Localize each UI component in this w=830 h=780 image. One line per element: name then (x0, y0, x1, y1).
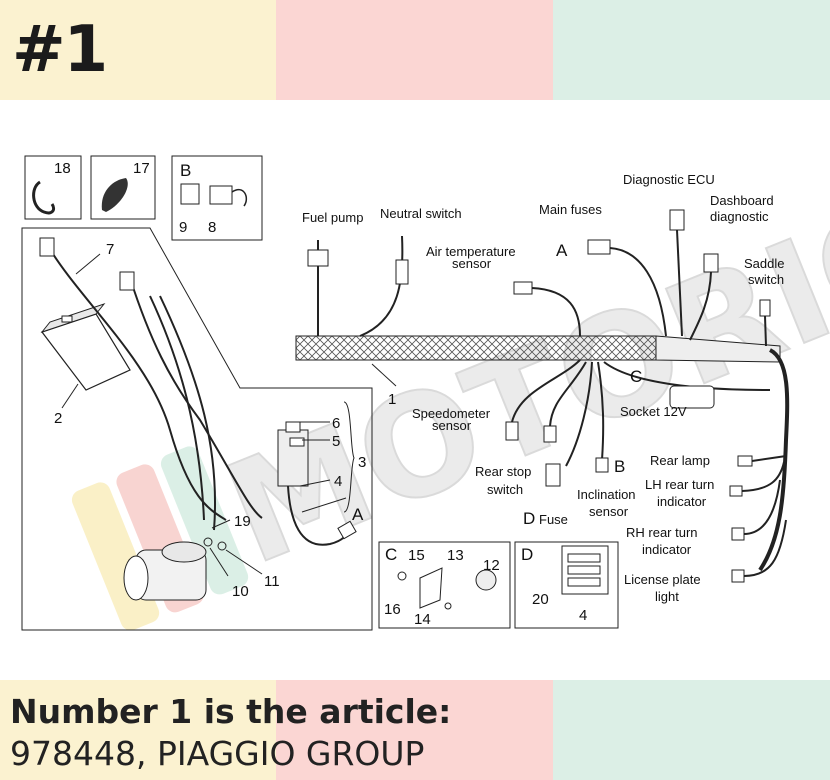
label-main-fuses: Main fuses (539, 202, 602, 217)
label-fuel-pump: Fuel pump (302, 210, 363, 225)
label-15: 15 (408, 547, 425, 564)
footer-band-pink (276, 680, 553, 780)
wiring-diagram: MOTORICA 18 17 B 9 8 2 7 (21, 128, 830, 631)
label-5: 5 (332, 433, 340, 450)
marker-A-relay: A (352, 505, 364, 524)
label-rear-lamp: Rear lamp (650, 453, 710, 468)
label-air-temp-2: sensor (452, 256, 492, 271)
label-inclination-2: sensor (589, 504, 629, 519)
label-speedometer-2: sensor (432, 418, 472, 433)
label-11: 11 (264, 573, 280, 590)
label-3: 3 (358, 454, 366, 471)
label-dashboard-2: diagnostic (710, 209, 769, 224)
main-harness (295, 335, 790, 572)
label-rh-turn-2: indicator (642, 542, 692, 557)
header-band-mint (553, 0, 830, 100)
strap-box-17: 17 (90, 155, 156, 220)
label-14: 14 (414, 611, 431, 628)
caption-title: Number 1 is the article: (10, 692, 452, 731)
box-letter-B: B (180, 161, 191, 180)
label-20: 20 (532, 591, 549, 608)
label-8: 8 (208, 219, 216, 236)
item-number-tag: #1 (12, 13, 108, 87)
header-band-pink (276, 0, 553, 100)
label-7: 7 (106, 241, 114, 258)
label-12: 12 (483, 557, 500, 574)
marker-B: B (614, 457, 625, 476)
footer-band-yellow (0, 680, 276, 780)
clamp-box-18: 18 (24, 155, 82, 220)
marker-A-fuses: A (556, 241, 568, 260)
starter-motor (123, 541, 207, 601)
label-rear-stop-1: Rear stop (475, 464, 531, 479)
marker-C: C (630, 367, 642, 386)
label-neutral-switch: Neutral switch (380, 206, 462, 221)
label-saddle-2: switch (748, 272, 784, 287)
footer-band-mint (553, 680, 830, 780)
label-13: 13 (447, 547, 464, 564)
battery (40, 302, 131, 391)
label-18: 18 (54, 160, 71, 177)
detail-box-D: D 20 4 (514, 541, 619, 629)
label-license-2: light (655, 589, 679, 604)
label-lh-turn-1: LH rear turn (645, 477, 714, 492)
label-speedometer-1: Speedometer (412, 406, 491, 421)
detail-box-B: B 9 8 (171, 155, 263, 241)
label-dashboard-1: Dashboard (710, 193, 774, 208)
label-19: 19 (234, 513, 251, 530)
label-air-temp-1: Air temperature (426, 244, 516, 259)
box-letter-C: C (385, 545, 397, 564)
label-rear-stop-2: switch (487, 482, 523, 497)
caption-article: 978448, PIAGGIO GROUP (10, 734, 425, 773)
marker-D: D (523, 509, 535, 528)
label-4-relay: 4 (334, 473, 342, 490)
label-rh-turn-1: RH rear turn (626, 525, 698, 540)
label-inclination-1: Inclination (577, 487, 636, 502)
label-6: 6 (332, 415, 340, 432)
label-fuse: Fuse (539, 512, 568, 527)
label-license-1: License plate (624, 572, 701, 587)
label-4-fusebox: 4 (579, 607, 587, 624)
label-saddle-1: Saddle (744, 256, 784, 271)
label-diagnostic-ecu: Diagnostic ECU (623, 172, 715, 187)
box-letter-D: D (521, 545, 533, 564)
label-17: 17 (133, 160, 150, 177)
label-1: 1 (388, 391, 396, 408)
label-16: 16 (384, 601, 401, 618)
starter-relay (277, 421, 357, 546)
label-lh-turn-2: indicator (657, 494, 707, 509)
detail-box-C: C 15 13 12 16 14 (378, 541, 511, 629)
label-9: 9 (179, 219, 187, 236)
label-10: 10 (232, 583, 249, 600)
label-2: 2 (54, 410, 62, 427)
label-socket: Socket 12V (620, 404, 687, 419)
header-band-yellow (0, 0, 276, 100)
